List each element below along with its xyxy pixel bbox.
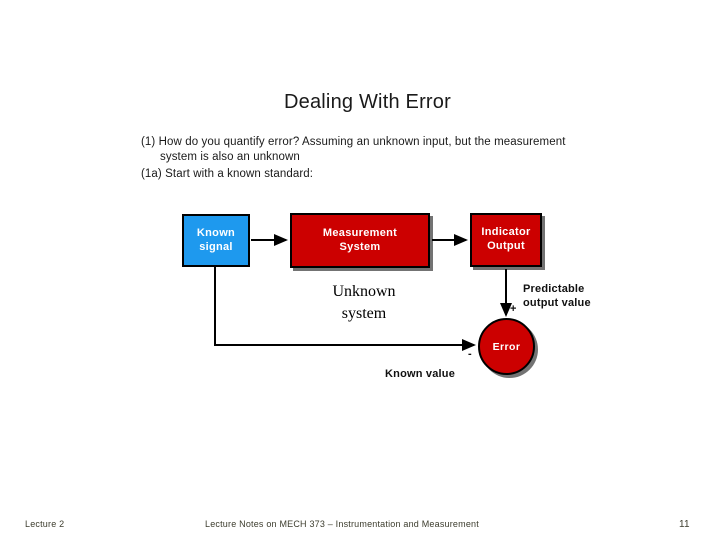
block-indicator-output-label: Indicator Output: [481, 226, 531, 252]
block-indicator-output[interactable]: Indicator Output: [470, 213, 542, 267]
block-measurement-system[interactable]: Measurement System: [290, 213, 430, 268]
block-measurement-system-label: Measurement System: [322, 226, 398, 253]
label-unknown-system: Unknown system: [332, 283, 396, 322]
block-known-signal[interactable]: Known signal: [182, 214, 250, 267]
bullet-1a: (1a) Start with a known standard:: [141, 168, 314, 180]
label-known-value: Known value: [385, 368, 456, 380]
block-known-signal-label: Known signal: [196, 226, 236, 253]
minus-sign: -: [468, 348, 472, 360]
page-title: Dealing With Error: [284, 91, 451, 113]
error-node-label: Error: [492, 340, 521, 353]
bullet-1-line-1: (1) How do you quantify error? Assuming …: [141, 136, 566, 148]
error-node[interactable]: Error: [478, 318, 535, 375]
label-predictable-output-value: Predictable output value: [523, 283, 591, 310]
footer-page-number: 11: [679, 519, 690, 530]
bullet-1-line-2: system is also an unknown: [160, 151, 300, 163]
footer-lecture-label: Lecture 2: [25, 519, 65, 529]
footer-course-label: Lecture Notes on MECH 373 – Instrumentat…: [205, 519, 479, 529]
plus-sign: +: [510, 303, 517, 315]
